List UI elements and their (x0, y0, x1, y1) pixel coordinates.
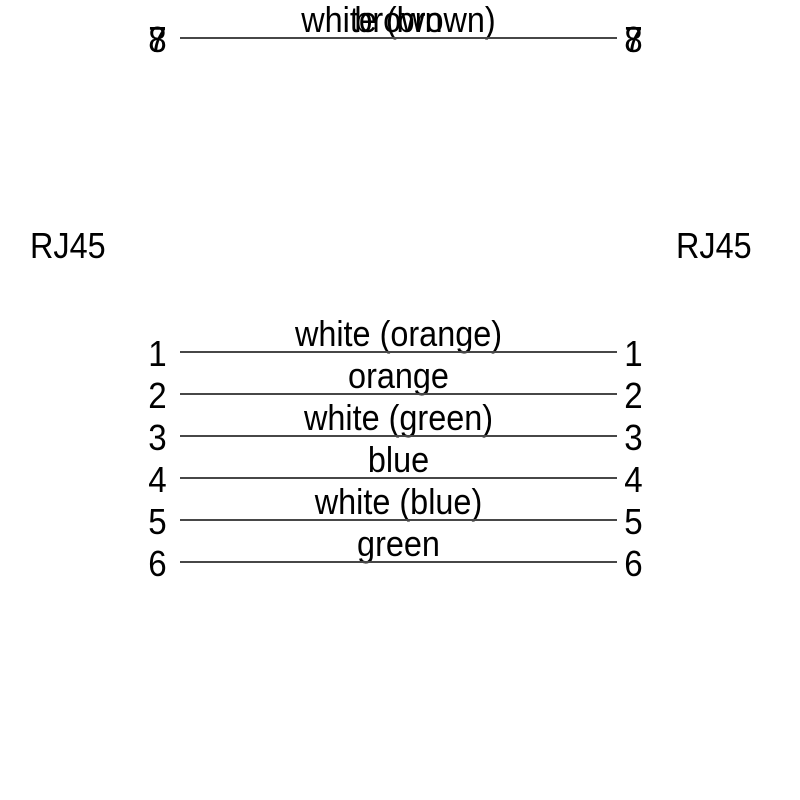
pin-number-right: 3 (624, 417, 643, 458)
pin-number-right: 8 (624, 19, 643, 60)
pin-number-right: 6 (624, 543, 643, 584)
wire-row-8: 8 brown 8 (0, 0, 800, 61)
wire-line (180, 37, 617, 39)
wire-color-label: green (357, 523, 440, 564)
connector-label-left: RJ45 (30, 225, 106, 266)
pin-number-left: 1 (148, 333, 167, 374)
wire-row-1: 1 white (orange) 1 (0, 313, 800, 375)
pin-number-left: 8 (148, 19, 167, 60)
wire-color-label: blue (367, 439, 430, 480)
wire-row-6: 6 green 6 (0, 523, 800, 585)
pin-number-left: 6 (148, 543, 167, 584)
wire-line (180, 435, 617, 437)
wire-color-label: white (orange) (294, 313, 503, 354)
wire-row-4: 4 blue 4 (0, 439, 800, 501)
pin-number-left: 5 (148, 501, 167, 542)
pin-number-left: 7 (148, 19, 167, 60)
wire-line (180, 477, 617, 479)
wire-color-label: orange (348, 355, 449, 396)
pin-number-left: 3 (148, 417, 167, 458)
wire-color-label: white (green) (303, 397, 494, 438)
wire-row-5: 5 white (blue) 5 (0, 481, 800, 543)
wire-line (180, 351, 617, 353)
wire-row-3: 3 white (green) 3 (0, 397, 800, 459)
wire-color-label: white (brown) (301, 0, 496, 40)
pin-number-right: 7 (624, 19, 643, 60)
pin-number-right: 2 (624, 375, 643, 416)
wire-color-label: brown (354, 0, 443, 40)
wire-line (180, 519, 617, 521)
pin-number-left: 4 (148, 459, 167, 500)
wire-line (180, 393, 617, 395)
pin-number-right: 1 (624, 333, 643, 374)
pin-number-right: 4 (624, 459, 643, 500)
pin-number-right: 5 (624, 501, 643, 542)
pin-number-left: 2 (148, 375, 167, 416)
wire-line (180, 561, 617, 563)
wire-color-label: white (blue) (314, 481, 483, 522)
wire-row-2: 2 orange 2 (0, 355, 800, 417)
connector-label-right: RJ45 (676, 225, 752, 266)
